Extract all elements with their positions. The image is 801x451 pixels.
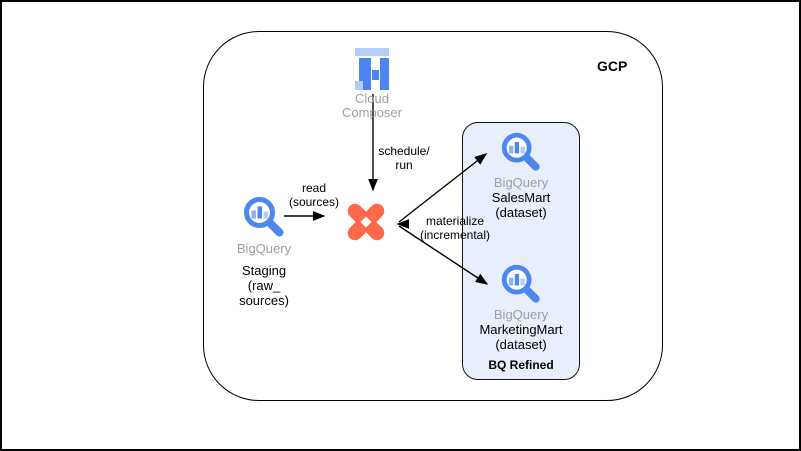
gcp-label: GCP (597, 58, 628, 74)
marketingmart-caption: MarketingMart (dataset) (479, 322, 562, 352)
node-bigquery-salesmart: BigQuery SalesMart (dataset) (483, 130, 559, 220)
staging-caption-line2: sources) (239, 293, 289, 308)
bq-refined-label: BQ Refined (488, 358, 554, 372)
edge-label-schedule-line2: run (395, 158, 413, 172)
edge-label-materialize: materialize (incremental) (414, 214, 496, 242)
salesmart-caption-line1: SalesMart (491, 190, 551, 205)
edge-label-materialize-line1: materialize (425, 214, 485, 228)
edge-label-schedule-run: schedule/ run (374, 144, 434, 172)
bigquery-icon (501, 264, 540, 303)
bigquery-product-label: BigQuery (493, 175, 549, 190)
edge-label-schedule-line1: schedule/ (378, 144, 430, 158)
salesmart-caption-line2: (dataset) (495, 205, 547, 220)
staging-caption: Staging (raw_ sources) (226, 263, 302, 308)
marketingmart-caption-line2: (dataset) (495, 337, 547, 352)
gcp-container: GCP (203, 31, 663, 401)
salesmart-caption: SalesMart (dataset) (492, 190, 551, 220)
cloud-composer-label-line2: Composer (342, 105, 402, 120)
bigquery-icon (244, 197, 284, 237)
bigquery-icon (501, 132, 540, 171)
cloud-composer-icon (355, 48, 389, 90)
node-bigquery-marketingmart: BigQuery MarketingMart (dataset) (479, 262, 563, 352)
bigquery-product-label: BigQuery (493, 307, 549, 322)
cloud-composer-label: Cloud Composer (342, 92, 402, 120)
staging-caption-line1: Staging (raw_ (241, 263, 287, 293)
node-bigquery-staging: BigQuery Staging (raw_ sources) (226, 194, 302, 308)
cloud-composer-label-line1: Cloud (355, 91, 389, 106)
bigquery-product-label: BigQuery (236, 241, 292, 256)
edge-label-read-line1: read (301, 181, 327, 195)
edge-label-materialize-line2: (incremental) (419, 228, 491, 242)
node-dbt (345, 201, 387, 243)
node-cloud-composer: Cloud Composer (337, 48, 407, 120)
dbt-icon (347, 203, 385, 241)
marketingmart-caption-line1: MarketingMart (479, 322, 563, 337)
edge-label-read-line2: (sources) (288, 195, 339, 209)
edge-label-read: read (sources) (286, 181, 342, 209)
